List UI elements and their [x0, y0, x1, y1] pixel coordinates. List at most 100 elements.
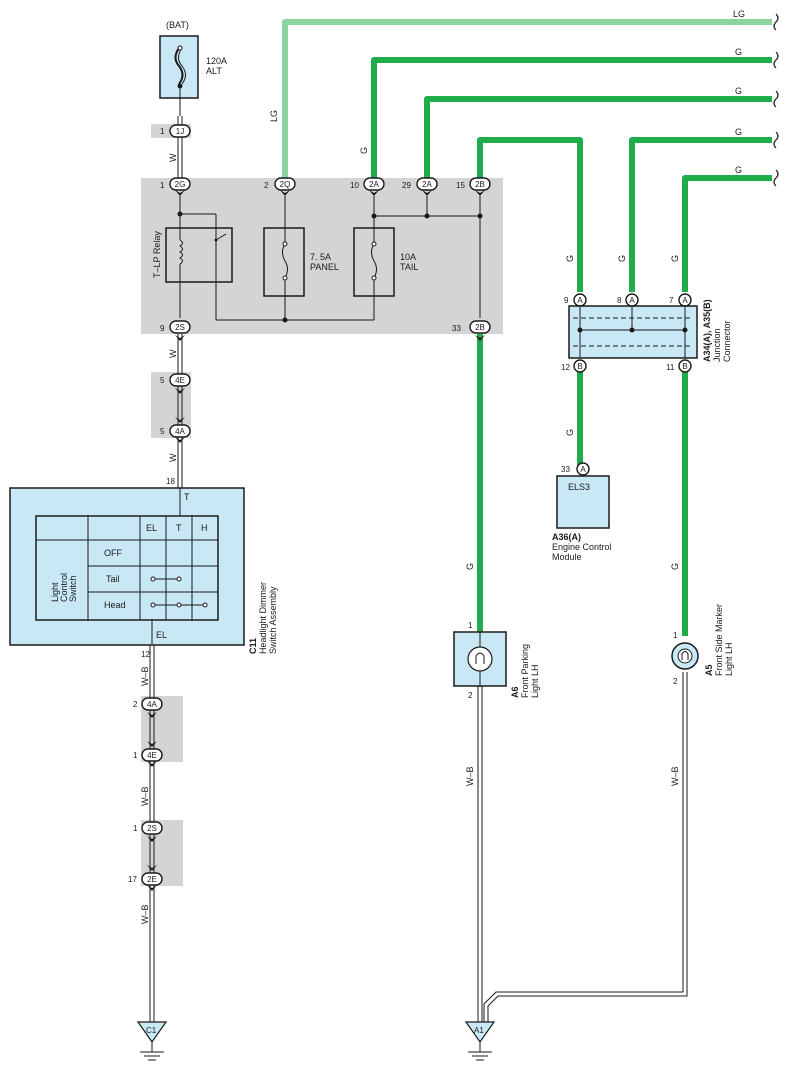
svg-text:C1: C1 [146, 1026, 157, 1035]
fuse-panel-rating: 7. 5A [310, 252, 331, 262]
wire-ends [773, 13, 779, 187]
svg-text:9: 9 [564, 296, 569, 305]
conn-2q-arrow-icon [280, 190, 290, 196]
wire-g-5 [682, 175, 772, 292]
ground-c1: C1 [136, 1021, 168, 1061]
conn-4a-bot: 4A [141, 697, 163, 718]
conn-2s-9-arrow-icon [175, 335, 185, 341]
wire-g-2 [424, 96, 772, 178]
ecm-label: ELS3 [568, 482, 590, 492]
jc-pin-11b: B [678, 359, 692, 373]
marker-name-2: Light LH [724, 642, 734, 676]
jc-pin-8a-label: A [629, 296, 635, 305]
svg-text:15: 15 [456, 181, 465, 190]
svg-text:W–B: W–B [140, 786, 150, 806]
conn-2a-10: 2A [363, 177, 385, 196]
conn-2a-10-label: 2A [369, 180, 379, 189]
switch-name-1: Headlight Dimmer [258, 582, 268, 654]
wire-g-4 [629, 137, 772, 292]
conn-4a-top: 4A [169, 417, 191, 443]
marker-name-1: Front Side Marker [714, 604, 724, 676]
conn-2b-33-arrow-icon [475, 335, 485, 341]
conn-1j: 1J [169, 124, 191, 138]
switch-col-t: T [176, 523, 182, 533]
jc-pin-7a-label: A [682, 296, 688, 305]
junction-top-pins: 1 2 10 29 15 [160, 181, 465, 190]
jc-pin-12b: B [573, 359, 587, 373]
ecm-name-1: Engine Control [552, 542, 612, 552]
parking-pin-top: 1 [468, 621, 473, 630]
conn-4e-bot: 4E [141, 741, 163, 767]
fuse-panel-icon [282, 243, 288, 279]
svg-text:2: 2 [264, 181, 269, 190]
conn-2s-label: 2S [147, 824, 157, 833]
svg-text:G: G [735, 165, 742, 175]
conn-2a-29: 2A [416, 177, 438, 196]
svg-text:5: 5 [160, 427, 165, 436]
conn-2g-label: 2G [175, 180, 186, 189]
svg-text:1: 1 [160, 127, 165, 136]
wire-labels: LG G W W W W–B W–B W–B G G G G G G W–B W… [140, 110, 680, 924]
svg-text:W–B: W–B [140, 904, 150, 924]
relay-switch-icon [215, 233, 227, 262]
switch-table [35, 515, 219, 621]
conn-4e-bot-arrow-icon [147, 761, 157, 767]
jc-pin-7a: A [678, 293, 692, 307]
parking-bulb-icon [467, 646, 493, 672]
right-edge-labels: LG G G G G [733, 9, 745, 175]
fuse-tail-icon [371, 243, 377, 279]
green-wires [282, 19, 772, 636]
jc-pin-numbers: 9 8 7 12 11 [561, 296, 675, 372]
svg-text:G: G [359, 147, 369, 154]
svg-text:G: G [617, 255, 627, 262]
relay-coil-icon [179, 239, 183, 265]
svg-text:W–B: W–B [670, 766, 680, 786]
bat-label: (BAT) [166, 20, 189, 30]
svg-text:9: 9 [160, 324, 165, 333]
svg-text:G: G [735, 127, 742, 137]
conn-2q: 2Q [274, 177, 296, 196]
conn-4a-bot-label: 4A [147, 700, 157, 709]
svg-text:1: 1 [160, 181, 165, 190]
ecm-name-2: Module [552, 552, 582, 562]
jc-name-1: Junction [712, 328, 722, 362]
svg-text:12: 12 [561, 363, 570, 372]
parking-code: A6 [510, 686, 520, 698]
conn-2e: 2E [141, 865, 163, 891]
marker-code: A5 [704, 664, 714, 676]
jc-pin-8a: A [625, 293, 639, 307]
conn-2b-15-label: 2B [475, 180, 485, 189]
junction-bottom-pins: 9 33 [160, 324, 461, 333]
conn-4a-top-label: 4A [175, 427, 185, 436]
ecm-code: A36(A) [552, 532, 581, 542]
svg-text:1: 1 [133, 751, 138, 760]
svg-text:17: 17 [128, 875, 137, 884]
svg-text:7: 7 [669, 296, 674, 305]
svg-text:29: 29 [402, 181, 411, 190]
svg-text:W: W [168, 153, 178, 162]
svg-text:LightControlSwitch: LightControlSwitch [50, 573, 78, 602]
parking-name-1: Front Parking [520, 644, 530, 698]
svg-text:11: 11 [666, 363, 675, 372]
conn-2b-15-arrow-icon [475, 190, 485, 196]
conn-2s-9-label: 2S [175, 323, 185, 332]
conn-2a-29-arrow-icon [422, 190, 432, 196]
switch-term-top: T [184, 492, 190, 502]
svg-text:G: G [565, 429, 575, 436]
svg-text:G: G [670, 563, 680, 570]
svg-text:A1: A1 [474, 1026, 484, 1035]
parking-pin-bottom: 2 [468, 691, 473, 700]
conn-4a-bot-arrow-icon [147, 712, 157, 718]
jc-name-2: Connector [722, 320, 732, 362]
left-chain-pins: 1 5 5 2 1 1 17 [128, 127, 165, 884]
svg-text:8: 8 [617, 296, 622, 305]
jc-pin-12b-label: B [577, 362, 582, 371]
switch-term-bottom: EL [156, 630, 167, 640]
switch-col-el: EL [146, 523, 157, 533]
switch-row-head: Head [104, 600, 126, 610]
conn-4a-top-arrow-icon [175, 437, 185, 443]
svg-text:W: W [168, 453, 178, 462]
svg-text:W–B: W–B [465, 766, 475, 786]
